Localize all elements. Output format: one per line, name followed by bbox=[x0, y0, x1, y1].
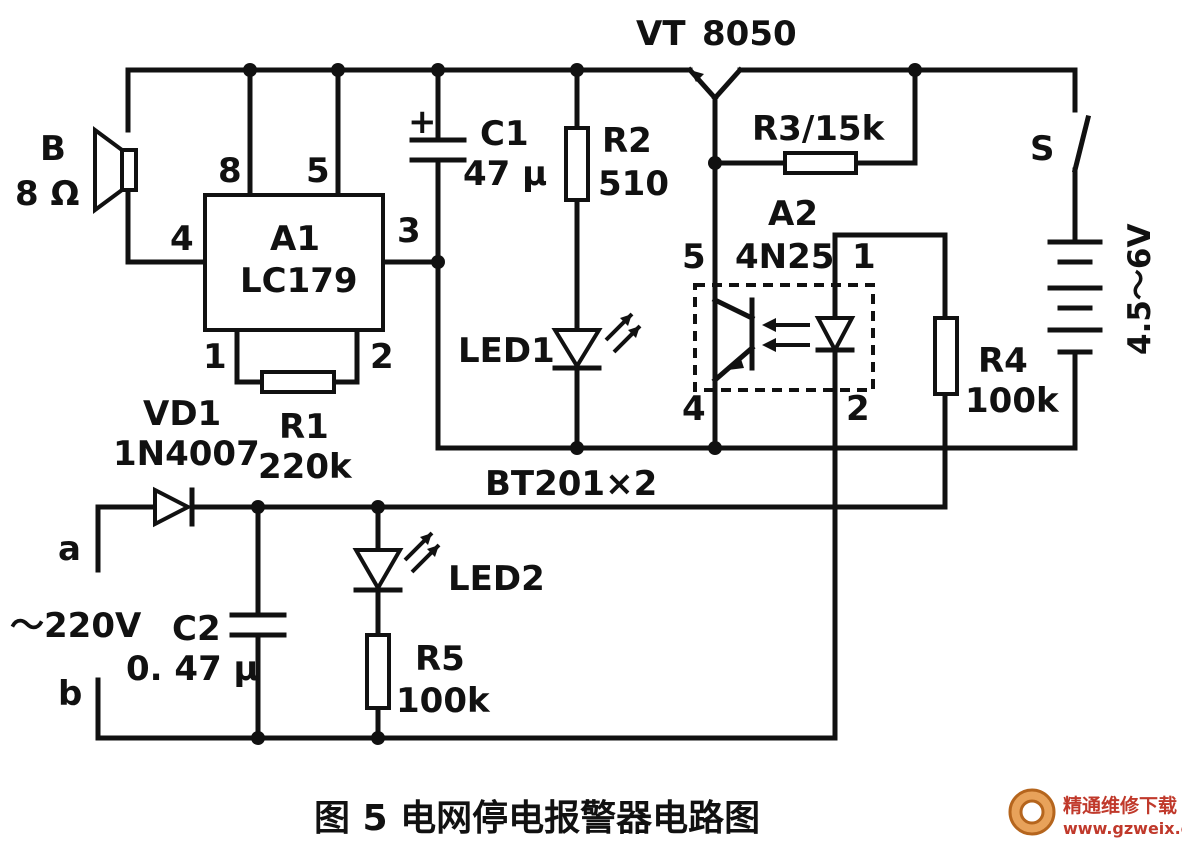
battery-symbol bbox=[1047, 239, 1103, 355]
optocoupler-part: 4N25 bbox=[735, 237, 834, 277]
ic-pin-2: 2 bbox=[370, 337, 394, 377]
r2-body bbox=[564, 126, 590, 202]
c2-value: 0. 47 μ bbox=[126, 649, 259, 689]
r5-body bbox=[365, 633, 391, 710]
r4-designator: R4 bbox=[978, 341, 1028, 381]
c1-designator: C1 bbox=[480, 114, 529, 154]
watermark-logo bbox=[1008, 788, 1056, 836]
battery-voltage: 4.5～6V bbox=[1122, 224, 1158, 355]
watermark-brand: 精通维修下载 bbox=[1063, 794, 1177, 817]
led2-designator: LED2 bbox=[448, 559, 545, 599]
wires bbox=[95, 66, 1078, 741]
r3-label: R3/15k bbox=[752, 109, 886, 149]
transistor-designator: VT bbox=[636, 14, 686, 54]
r4-value: 100k bbox=[965, 381, 1060, 421]
ic-a1-body bbox=[203, 193, 385, 332]
ic-pin-8: 8 bbox=[218, 151, 242, 191]
mains-voltage: ～220V bbox=[10, 606, 142, 646]
led1-symbol bbox=[551, 312, 642, 371]
r2-designator: R2 bbox=[602, 121, 652, 161]
c1-value: 47 μ bbox=[463, 154, 547, 194]
transistor-part: 8050 bbox=[702, 14, 797, 54]
r4-body bbox=[933, 316, 959, 396]
ic-pin-5: 5 bbox=[306, 151, 330, 191]
ic-designator: A1 bbox=[270, 219, 320, 259]
optocoupler-designator: A2 bbox=[768, 194, 818, 234]
c1-symbol bbox=[409, 137, 467, 163]
r3-body bbox=[783, 151, 858, 175]
speaker-impedance: 8 Ω bbox=[15, 174, 79, 214]
r1-value: 220k bbox=[258, 447, 353, 487]
switch-symbol bbox=[1071, 114, 1092, 174]
c2-designator: C2 bbox=[172, 609, 221, 649]
ic-pin-3: 3 bbox=[397, 211, 421, 251]
optocoupler-pin-2: 2 bbox=[846, 389, 870, 429]
c1-polarity: + bbox=[408, 102, 437, 142]
r5-designator: R5 bbox=[415, 639, 465, 679]
optocoupler-pin-1: 1 bbox=[852, 237, 876, 277]
speaker-symbol bbox=[93, 126, 138, 214]
ic-pin-1: 1 bbox=[203, 337, 227, 377]
mains-terminal-b: b bbox=[58, 674, 82, 714]
r1-body bbox=[260, 370, 336, 394]
optocoupler-outline bbox=[693, 283, 875, 392]
speaker-designator: B bbox=[40, 129, 66, 169]
c2-symbol bbox=[229, 612, 287, 638]
switch-designator: S bbox=[1030, 129, 1055, 169]
optocoupler-pin-5: 5 bbox=[682, 237, 706, 277]
led1-designator: LED1 bbox=[458, 331, 555, 371]
optocoupler-pin-4: 4 bbox=[682, 389, 706, 429]
watermark-url: www.gzweix.com bbox=[1063, 819, 1182, 838]
bt-note: BT201×2 bbox=[485, 464, 657, 504]
r2-value: 510 bbox=[598, 164, 669, 204]
vd1-symbol bbox=[153, 486, 195, 528]
r1-designator: R1 bbox=[279, 407, 329, 447]
r5-value: 100k bbox=[396, 681, 491, 721]
junctions bbox=[243, 63, 922, 745]
transistor-symbol bbox=[686, 66, 719, 102]
mains-terminal-a: a bbox=[58, 529, 81, 569]
vd1-part: 1N4007 bbox=[113, 434, 260, 474]
led2-symbol bbox=[352, 531, 441, 593]
ic-part: LC179 bbox=[240, 261, 358, 301]
optocoupler-internals bbox=[728, 297, 856, 371]
ic-pin-4: 4 bbox=[170, 219, 194, 259]
figure-caption: 图 5 电网停电报警器电路图 bbox=[314, 798, 760, 839]
vd1-designator: VD1 bbox=[143, 394, 221, 434]
